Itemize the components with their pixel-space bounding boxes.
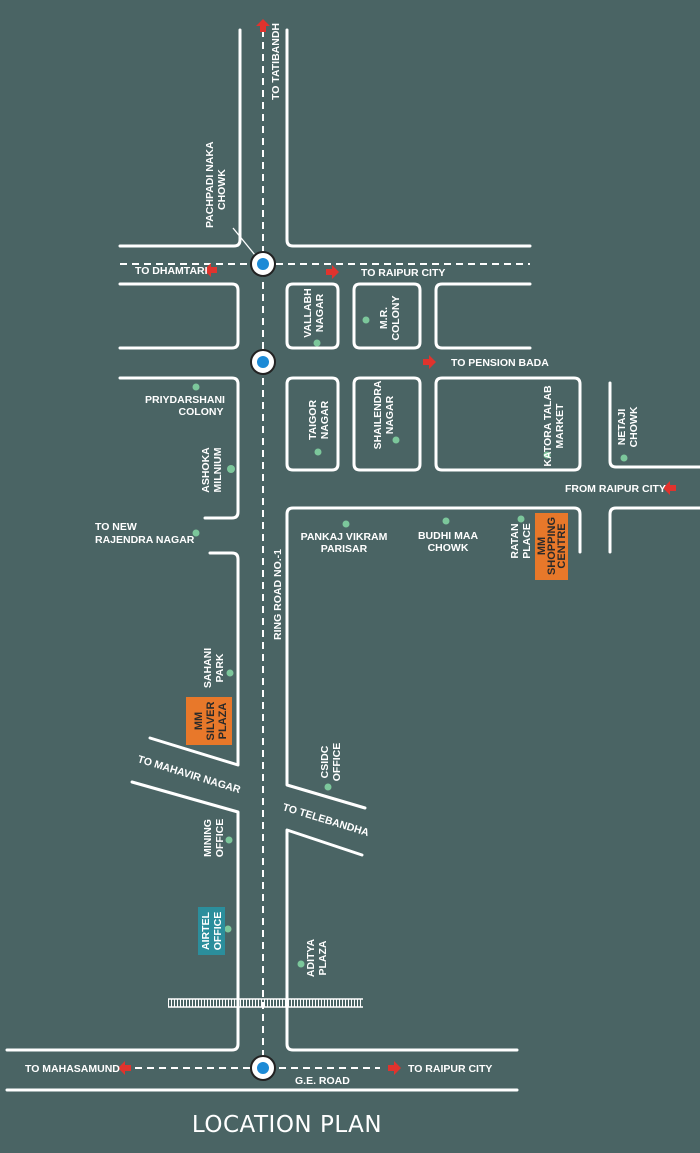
junction-line2: CHOWK (216, 169, 228, 210)
l2: MILNIUM (212, 447, 224, 492)
junction-line1: PACHPADI NAKA (204, 141, 216, 228)
landmark-mr-colony: M.R.COLONY (378, 296, 402, 341)
label-from-raipur-city: FROM RAIPUR CITY (565, 483, 666, 495)
l1: RATAN (509, 523, 521, 558)
l2: CHOWK (428, 542, 469, 554)
l3: CENTRE (556, 523, 568, 568)
page-title: LOCATION PLAN (192, 1112, 382, 1138)
label-ring-road: RING ROAD NO.-1 (272, 549, 284, 640)
l1: TAIGOR (307, 400, 319, 440)
label-to-tatibandh: TO TATIBANDH (270, 23, 282, 100)
l2: CHOWK (628, 406, 640, 447)
l2: OFFICE (331, 743, 343, 782)
l2: NAGAR (314, 293, 326, 332)
l1: SHAILENDRA (372, 380, 384, 449)
l2: COLONY (390, 296, 402, 341)
l2: PLACE (521, 523, 533, 559)
label-to-dhamtari: TO DHAMTARI (135, 265, 208, 277)
l1: CSIDC (319, 745, 331, 778)
l2: SILVER (205, 701, 217, 740)
junction-pension-bada (250, 349, 276, 375)
label-to-raipur-city: TO RAIPUR CITY (361, 267, 445, 279)
l2: COLONY (179, 406, 224, 418)
l1: M.R. (378, 307, 390, 329)
l1: ASHOKA (200, 447, 212, 493)
l2: OFFICE (214, 819, 226, 858)
l1: KATORA TALAB (542, 385, 554, 467)
l1: BUDHI MAA (418, 530, 478, 542)
l2: SHOPPING (546, 517, 558, 575)
leader-line (232, 227, 256, 256)
l1: AIRTEL (200, 911, 212, 950)
l2: OFFICE (212, 912, 224, 951)
l3: PLAZA (217, 703, 229, 740)
l1: ADITYA (305, 939, 317, 978)
label-to-new-rajendra-nagar: TO NEW (95, 521, 137, 533)
l1: VALLABH (302, 288, 314, 337)
road-lines (5, 28, 700, 1092)
label-to-raipur-city-bottom: TO RAIPUR CITY (408, 1063, 492, 1075)
l1: NETAJI (616, 409, 628, 446)
l2: NAGAR (384, 395, 396, 434)
l2: PARK (214, 653, 226, 682)
l2: PARISAR (321, 543, 368, 555)
l2: PLAZA (317, 940, 329, 975)
l1: SAHANI (202, 648, 214, 688)
junction-ge-road (250, 1055, 276, 1081)
l1: PRIYDARSHANI (145, 394, 225, 406)
l1: PANKAJ VIKRAM (301, 531, 388, 543)
l1: MM (536, 537, 548, 555)
landmark-dots (192, 316, 628, 968)
label-pachpadi-naka-chowk: PACHPADI NAKA CHOWK (204, 141, 228, 228)
label-to-pension-bada: TO PENSION BADA (451, 357, 549, 369)
label-to-mahasamund: TO MAHASAMUND (25, 1063, 120, 1075)
l2: NAGAR (319, 400, 331, 439)
l1: MINING (202, 819, 214, 857)
railway-track (168, 998, 363, 1008)
l2: MARKET (554, 403, 566, 448)
label-ge-road: G.E. ROAD (295, 1075, 350, 1087)
junction-pachpadi-naka (250, 251, 276, 277)
l1: MM (193, 712, 205, 730)
label-to-new-rajendra-nagar-2: RAJENDRA NAGAR (95, 534, 195, 546)
